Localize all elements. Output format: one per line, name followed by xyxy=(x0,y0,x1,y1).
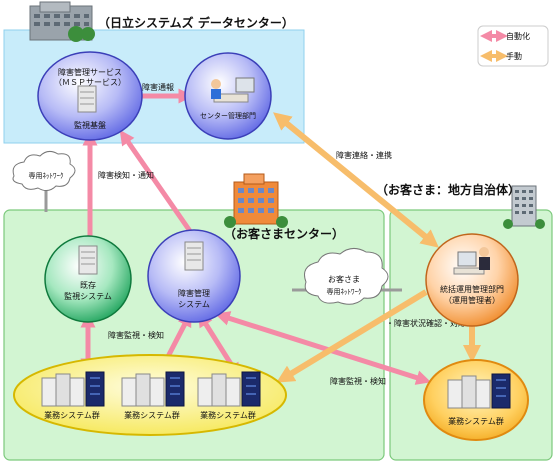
legend-auto-label: 自動化 xyxy=(506,31,530,41)
network-2-label-2: 専用ﾈｯﾄﾜｰｸ xyxy=(327,287,362,296)
msp-label-1: 障害管理サービス xyxy=(58,67,122,77)
unified-ops-label-2: （運用管理者） xyxy=(444,295,500,305)
network-2-label-1: お客さま xyxy=(328,274,360,284)
msp-label-2: （ＭＳＰサービス） xyxy=(54,78,126,87)
edge-label-detect-notify: 障害検知・通知 xyxy=(98,170,154,180)
msp-label-3: 監視基盤 xyxy=(74,120,106,130)
unified-ops-label-1: 統括運用管理部門 xyxy=(440,284,504,294)
edge-label-monitor-detect-2: 障害監視・検知 xyxy=(330,376,386,386)
edge-label-monitor-detect: 障害監視・検知 xyxy=(108,330,164,340)
right-business-systems-node[interactable]: 業務システム群 xyxy=(423,359,529,441)
customer-center-title: （お客さまセンター） xyxy=(224,226,344,241)
existing-label-1: 既存 xyxy=(80,280,96,290)
server-rack-group-3[interactable] xyxy=(197,371,261,407)
center-management-label: センター管理部門 xyxy=(200,111,256,120)
hitachi-datacenter-title: （日立システムズ データセンター） xyxy=(98,15,294,30)
legend-manual-label: 手動 xyxy=(506,51,522,61)
edge-label-fault-report: 障害通報 xyxy=(142,82,174,92)
edge-label-status-check: ・障害状況確認・対応 xyxy=(386,318,466,328)
fault-mgmt-label-2: システム xyxy=(178,300,210,309)
network-1-label: 専用ﾈｯﾄﾜｰｸ xyxy=(29,171,64,180)
existing-monitoring-node[interactable]: 既存 監視システム xyxy=(44,235,132,323)
customer-center-building-icon xyxy=(224,173,288,228)
existing-label-2: 監視システム xyxy=(64,291,112,301)
msp-service-node[interactable]: 障害管理サービス （ＭＳＰサービス） 監視基盤 xyxy=(37,51,143,141)
unified-operations-node[interactable]: 統括運用管理部門 （運用管理者） xyxy=(425,233,519,327)
fault-management-node[interactable]: 障害管理 システム xyxy=(147,229,241,323)
local-government-title: （お客さま：地方自治体） xyxy=(376,182,520,197)
dedicated-network-cloud-1: 専用ﾈｯﾄﾜｰｸ xyxy=(12,150,76,192)
customer-network-cloud: お客さま 専用ﾈｯﾄﾜｰｸ xyxy=(304,248,389,305)
fault-mgmt-label-1: 障害管理 xyxy=(178,288,210,298)
edge-label-contact: 障害連絡・連携 xyxy=(336,150,392,160)
server-rack-group-2[interactable] xyxy=(121,371,185,407)
server-rack-group-1[interactable] xyxy=(41,371,105,407)
business-group-label-3: 業務システム群 xyxy=(200,410,256,420)
arrow-fault-to-right-biz xyxy=(214,311,432,385)
business-group-label-2: 業務システム群 xyxy=(124,410,180,420)
arrow-fault-to-msp xyxy=(119,129,195,236)
arrow-ops-to-biz xyxy=(276,289,428,383)
legend: 自動化 手動 xyxy=(477,25,549,67)
center-management-node[interactable]: センター管理部門 xyxy=(184,52,272,140)
right-business-group-label: 業務システム群 xyxy=(448,416,504,426)
local-government-building-icon xyxy=(503,185,545,229)
arrow-contact xyxy=(273,112,439,248)
business-group-label-1: 業務システム群 xyxy=(44,410,100,420)
datacenter-building-icon xyxy=(29,1,95,42)
